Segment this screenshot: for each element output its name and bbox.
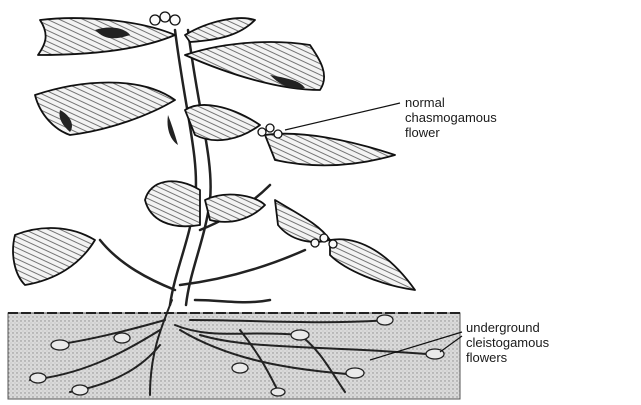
label-line: underground — [466, 320, 549, 335]
label-line: normal — [405, 95, 497, 110]
leaves — [13, 18, 415, 290]
label-line: chasmogamous — [405, 110, 497, 125]
leader-line-normal — [285, 103, 400, 130]
label-underground-cleistogamous-flowers: underground cleistogamous flowers — [466, 320, 549, 365]
label-line: flowers — [466, 350, 549, 365]
label-line: cleistogamous — [466, 335, 549, 350]
label-line: flower — [405, 125, 497, 140]
label-normal-chasmogamous-flower: normal chasmogamous flower — [405, 95, 497, 140]
